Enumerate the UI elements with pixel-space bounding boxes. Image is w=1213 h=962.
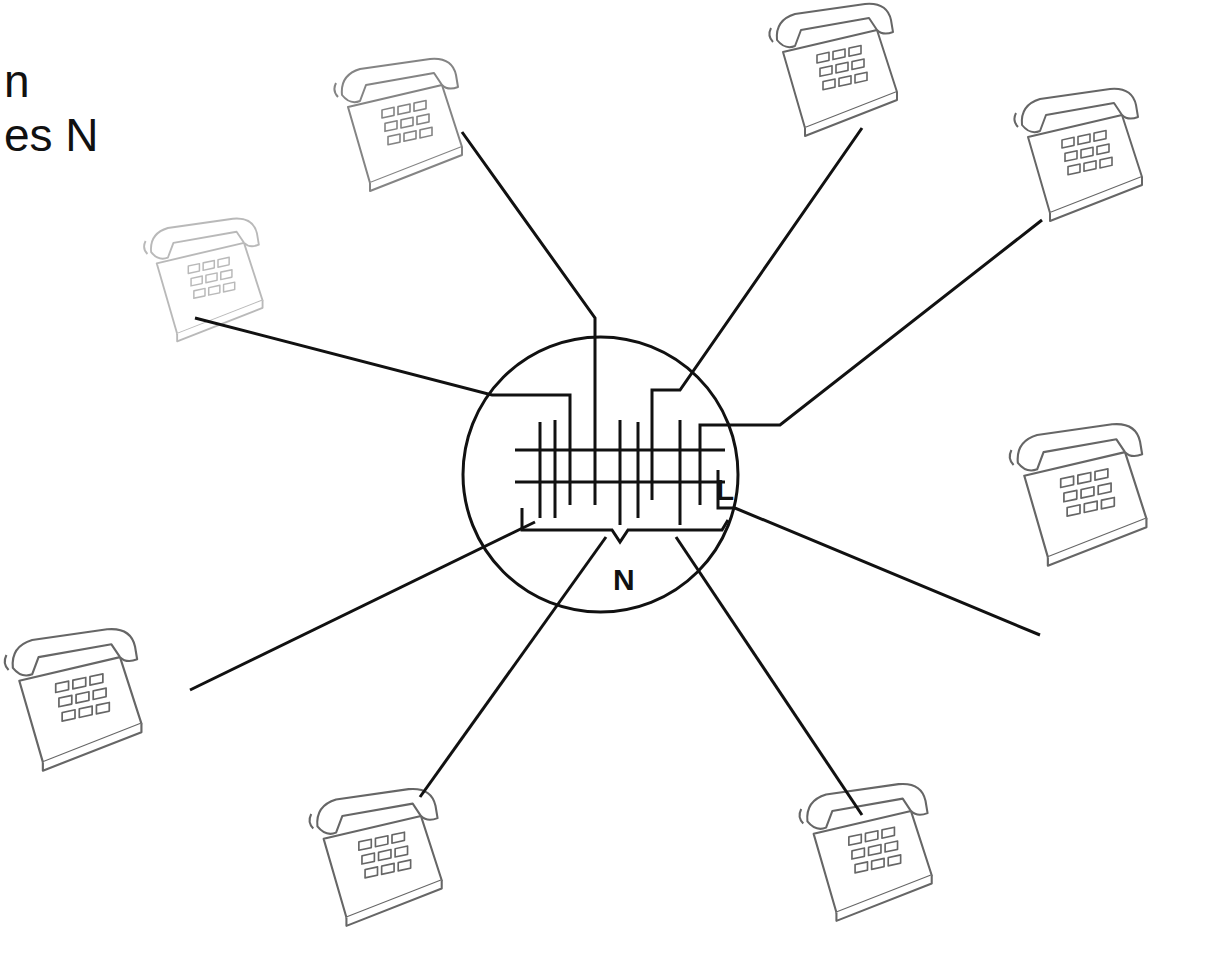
wires bbox=[190, 128, 1042, 815]
heading-fragment: es N bbox=[4, 112, 99, 158]
crossbar-switch bbox=[515, 420, 728, 542]
switch-label: N bbox=[613, 565, 635, 595]
heading-fragment: n bbox=[4, 58, 30, 104]
switch-label: L bbox=[716, 475, 734, 505]
telephones bbox=[5, 4, 1147, 926]
switch-circle: LN bbox=[461, 335, 740, 614]
circle-outline bbox=[461, 335, 740, 614]
